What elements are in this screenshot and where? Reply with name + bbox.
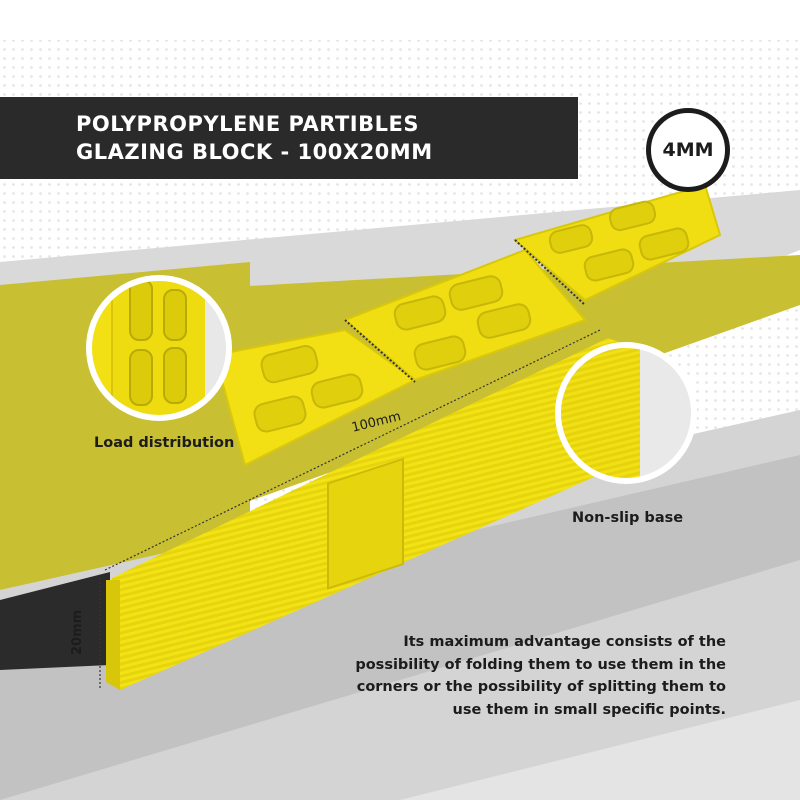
block-center-pad [327, 457, 404, 590]
description-line-3: corners or the possibility of splitting … [356, 679, 726, 695]
pad-recess [253, 395, 307, 433]
non-slip-base-label: Non-slip base [572, 510, 684, 526]
split-line-1 [344, 319, 416, 383]
pad-recess [310, 373, 364, 409]
ribbed-glazing-block [106, 338, 665, 690]
zoom-ring-left [86, 275, 232, 421]
pad-recess [448, 275, 504, 311]
segmented-glazing-block [213, 183, 722, 467]
thickness-badge: 4MM [646, 108, 730, 192]
pad-recess [476, 303, 532, 339]
description-text: Its maximum advantage consists of the po… [346, 631, 726, 721]
description-line-2: possibility of folding them to use them … [355, 656, 726, 673]
header-band [0, 97, 578, 179]
pad-recess [608, 200, 657, 232]
description-line-4: use them in small specific points. [452, 701, 726, 718]
page-title: POLYPROPYLENE PARTIBLES GLAZING BLOCK - … [76, 110, 433, 166]
load-distribution-label: Load distribution [94, 435, 235, 451]
bg-dark-wedge [0, 572, 110, 670]
pad-recess [583, 248, 635, 282]
pad-recess [548, 224, 594, 254]
description-line-1: Its maximum advantage consists of the [403, 634, 726, 650]
width-dimension-label: 20mm [70, 609, 85, 655]
zoom-callout-nonslip [555, 342, 697, 484]
title-line-2: GLAZING BLOCK - 100X20MM [76, 140, 433, 164]
block-end [106, 580, 120, 690]
pad-recess [413, 335, 467, 371]
zoom-ring-right [555, 342, 697, 484]
bg-gray-corner [400, 700, 800, 800]
title-line-1: POLYPROPYLENE PARTIBLES [76, 112, 419, 136]
pad-recess [260, 345, 319, 384]
zoom-callout-load [86, 275, 232, 421]
pad-recess [393, 295, 447, 331]
pad-recess [638, 227, 690, 261]
bg-gray-stripe [0, 455, 800, 800]
